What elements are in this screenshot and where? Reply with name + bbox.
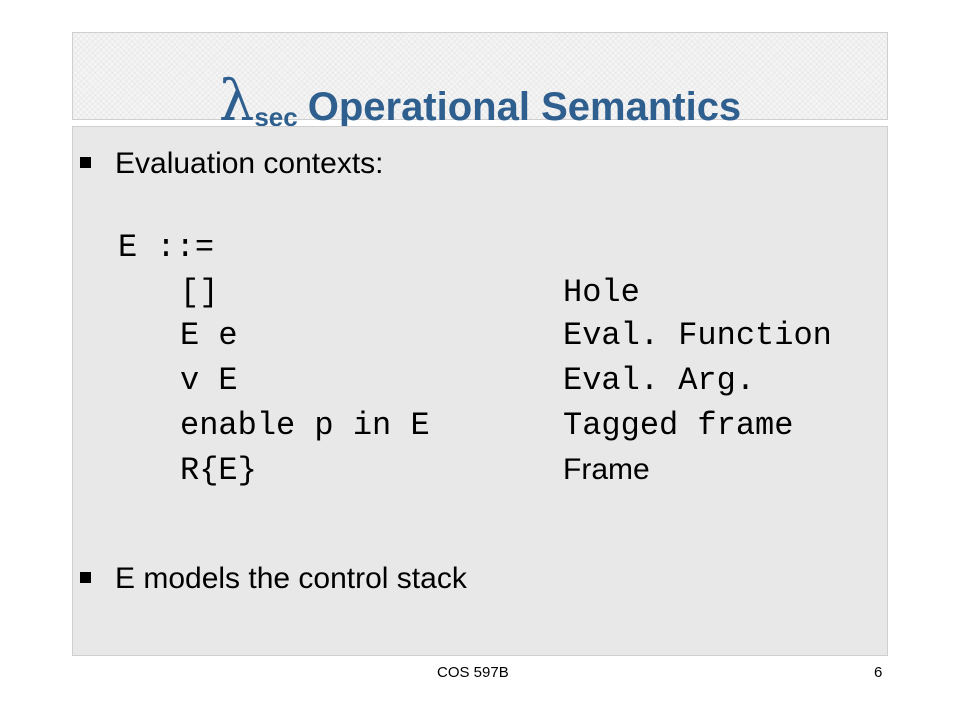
production-hole: [] <box>180 274 219 311</box>
content-box <box>72 126 888 656</box>
bullet-control-stack: E models the control stack <box>80 562 467 596</box>
production-eval-arg: v E <box>180 362 238 399</box>
square-bullet-icon <box>80 157 91 168</box>
title-text: Operational Semantics <box>307 85 742 129</box>
production-tagged-frame: enable p in E <box>180 407 430 444</box>
production-frame: R{E} <box>180 452 257 489</box>
footer-course: COS 597B <box>437 664 509 681</box>
bullet-text: E models the control stack <box>115 562 467 595</box>
production-eval-function: E e <box>180 317 238 354</box>
lambda-symbol: λ <box>218 69 255 134</box>
description-hole: Hole <box>563 274 640 311</box>
footer-page-number: 6 <box>874 664 883 681</box>
description-eval-function: Eval. Function <box>563 317 832 354</box>
description-tagged-frame: Tagged frame <box>563 407 794 444</box>
description-frame: Frame <box>563 453 650 486</box>
bullet-evaluation-contexts: Evaluation contexts: <box>80 147 384 181</box>
description-eval-arg: Eval. Arg. <box>563 362 756 399</box>
square-bullet-icon <box>80 572 91 583</box>
bullet-text: Evaluation contexts: <box>115 147 384 180</box>
grammar-head: E ::= <box>118 229 215 266</box>
